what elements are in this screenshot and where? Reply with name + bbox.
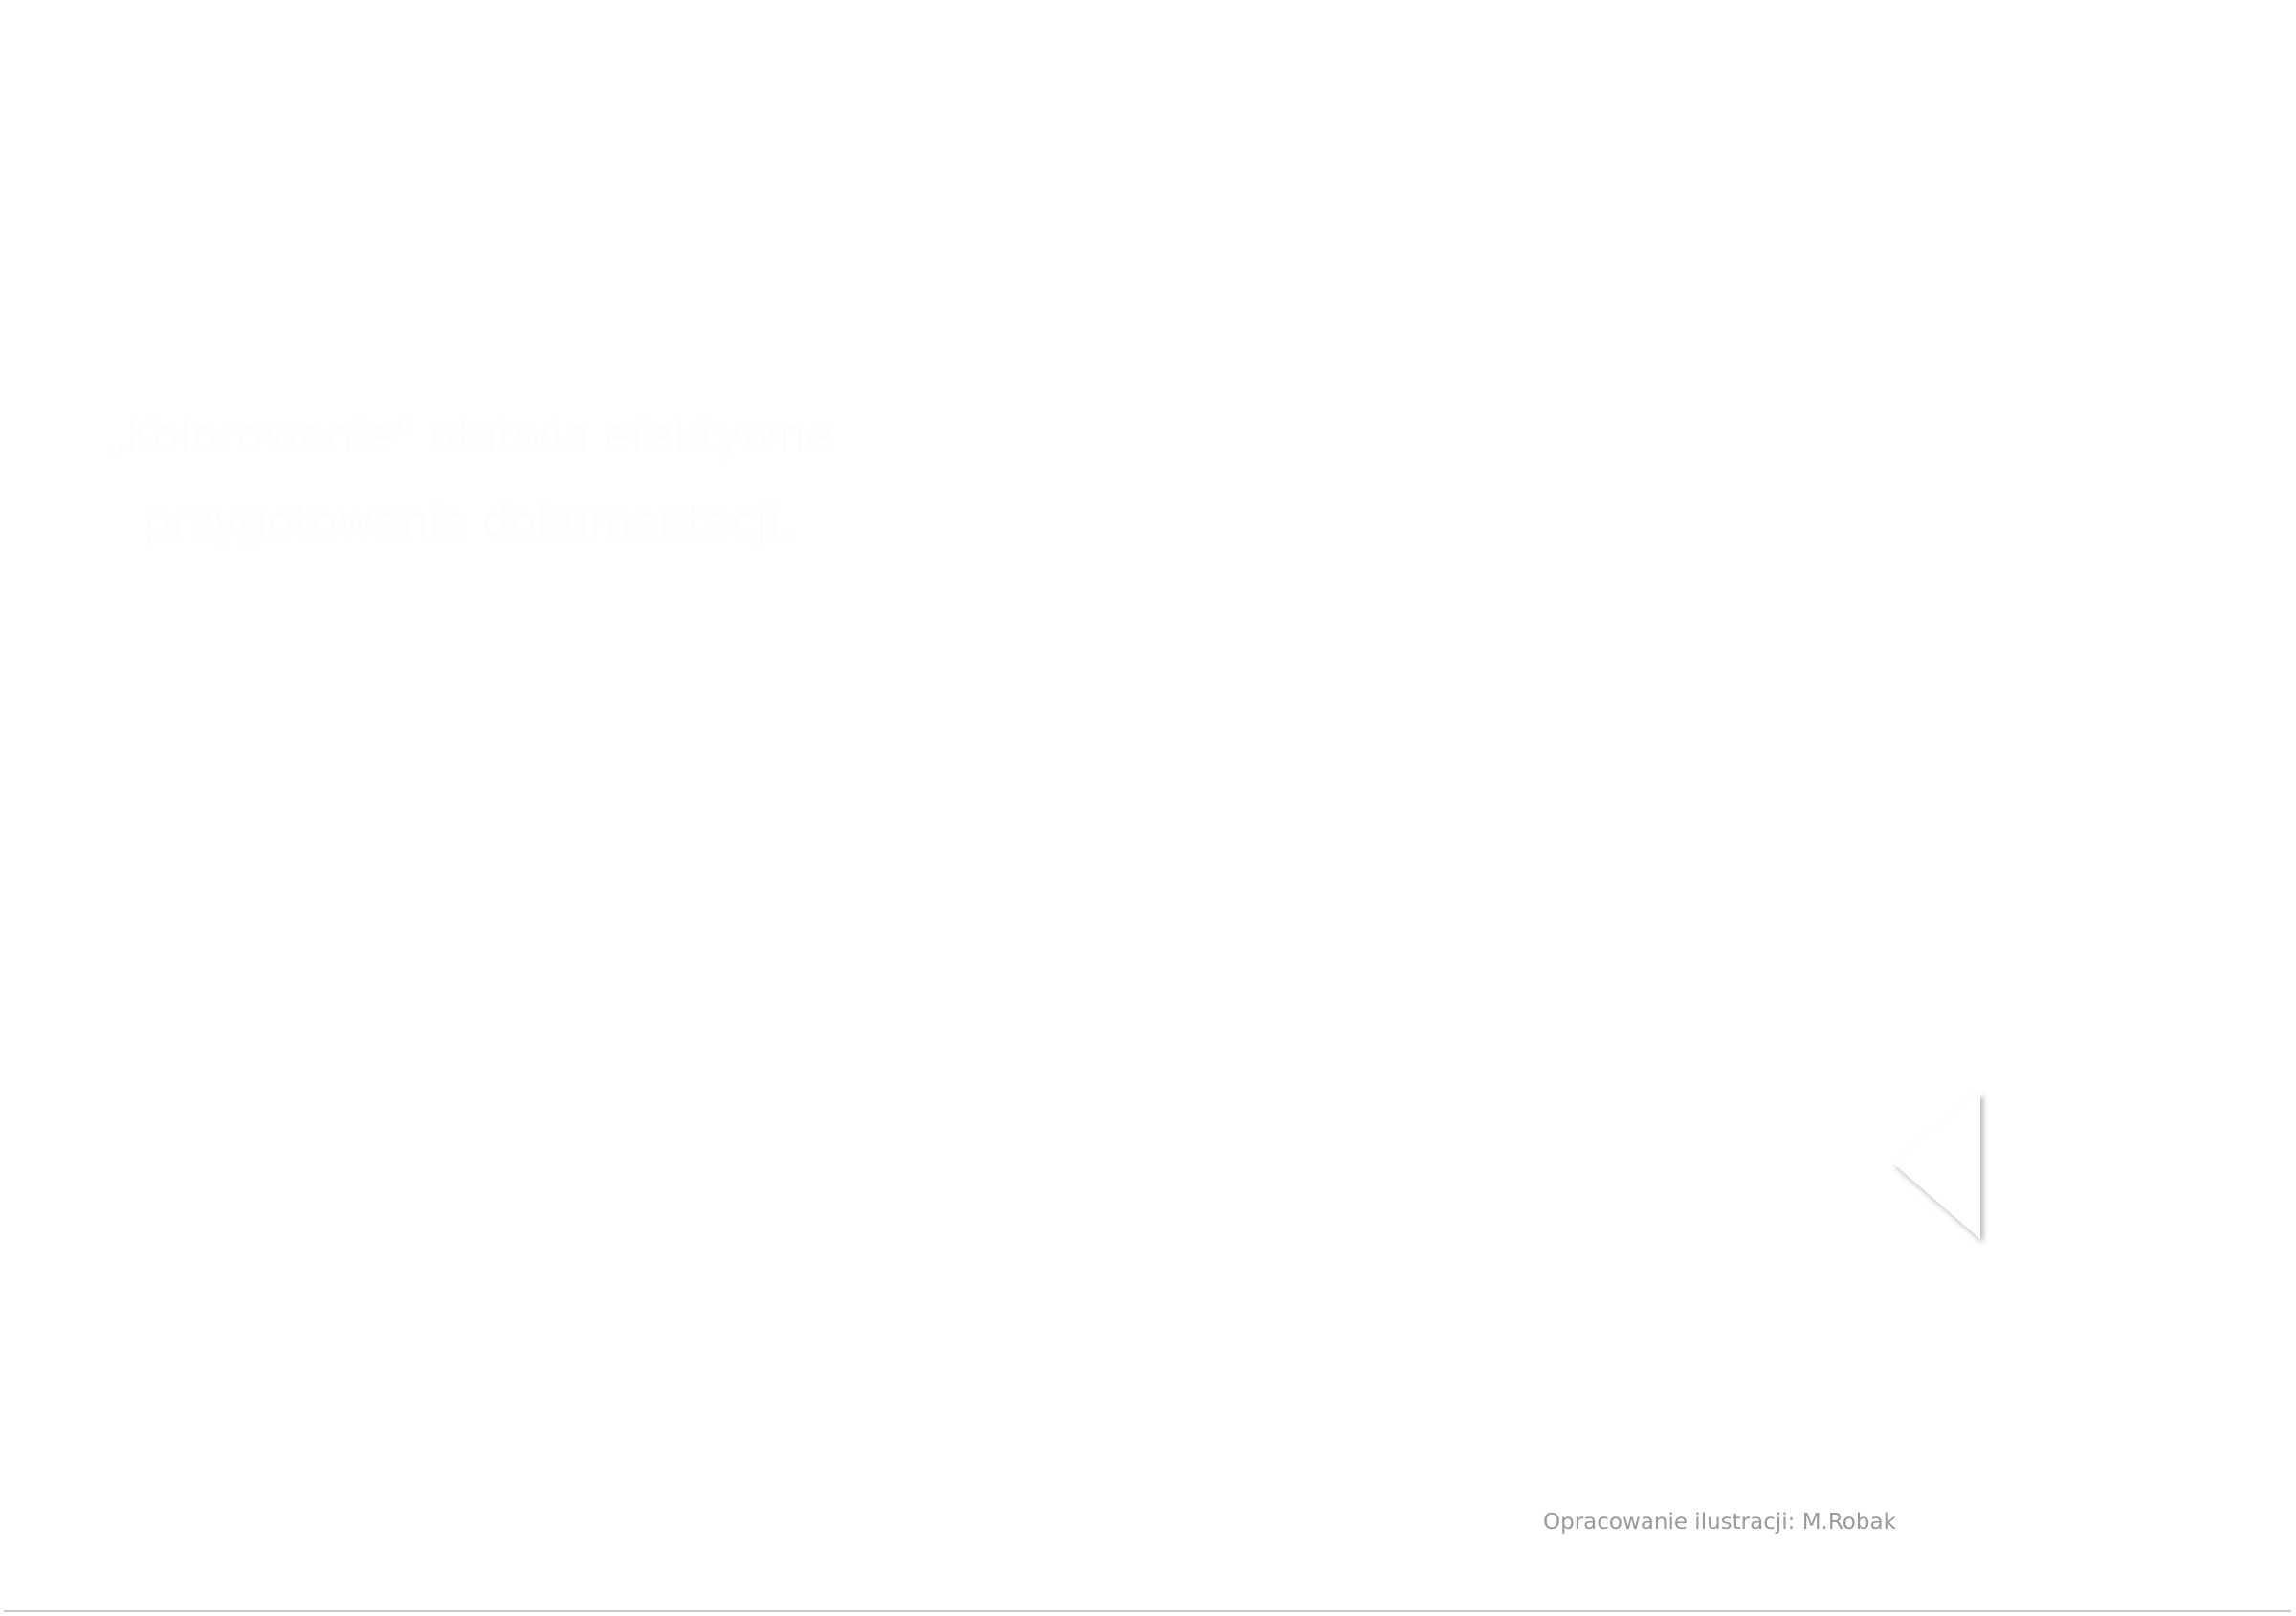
previous-slide-button[interactable] (1885, 1081, 1990, 1249)
bottom-divider (4, 1610, 2291, 1612)
illustration-credit: Opracowanie ilustracji: M.Robak (1543, 1510, 1896, 1535)
slide-body-text: „Kolorowanie” ułatwia efektywne przygoto… (104, 410, 833, 547)
triangle-left-icon (1892, 1091, 1980, 1239)
